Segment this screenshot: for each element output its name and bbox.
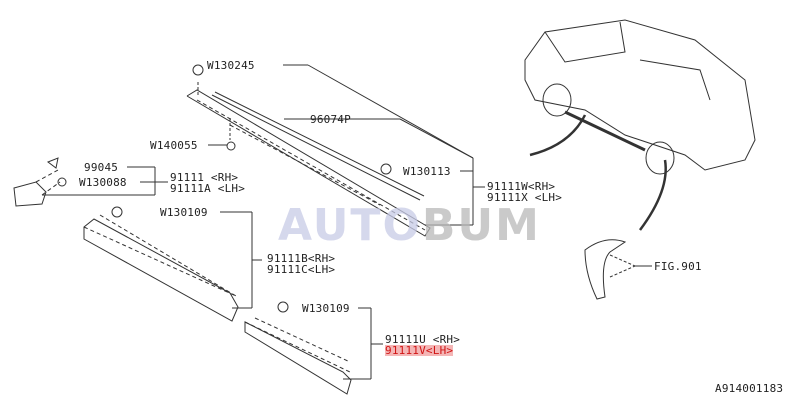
part-91111-rh[interactable]: 91111 <RH> — [170, 171, 239, 184]
mudflap-drawing — [584, 239, 636, 300]
watermark-part1: AUTO — [278, 200, 422, 251]
vehicle-drawing — [524, 19, 756, 231]
part-w130113[interactable]: W130113 — [403, 165, 451, 178]
watermark: AUTOBUM — [278, 204, 541, 248]
part-91111c-lh[interactable]: 91111C<LH> — [267, 263, 336, 276]
part-w130109[interactable]: W130109 — [160, 206, 208, 219]
part-96074p[interactable]: 96074P — [310, 113, 351, 126]
part-w140055[interactable]: W140055 — [150, 139, 198, 152]
part-91111v-lh-highlighted[interactable]: 91111V<LH> — [385, 344, 454, 357]
part-91111u-rh[interactable]: 91111U <RH> — [385, 333, 461, 346]
part-91111a-lh[interactable]: 91111A <LH> — [170, 182, 246, 195]
part-91111x-lh[interactable]: 91111X <LH> — [487, 191, 563, 204]
part-91111b-rh[interactable]: 91111B<RH> — [267, 252, 336, 265]
sill-plate-drawing — [186, 82, 431, 237]
side-cover-b-drawing — [83, 214, 239, 322]
figure-ref-901[interactable]: FIG.901 — [654, 260, 702, 273]
diagram-code: A914001183 — [715, 382, 784, 395]
part-w130109-lower[interactable]: W130109 — [302, 302, 350, 315]
side-cover-u-drawing — [244, 317, 352, 395]
part-91111w-rh[interactable]: 91111W<RH> — [487, 180, 556, 193]
clip-icons — [46, 64, 392, 313]
part-w130245[interactable]: W130245 — [207, 59, 255, 72]
front-cover-drawing — [13, 169, 61, 207]
leader-lines — [42, 64, 652, 380]
part-99045[interactable]: 99045 — [84, 161, 119, 174]
part-w130088[interactable]: W130088 — [79, 176, 127, 189]
watermark-part2: BUM — [421, 200, 541, 251]
